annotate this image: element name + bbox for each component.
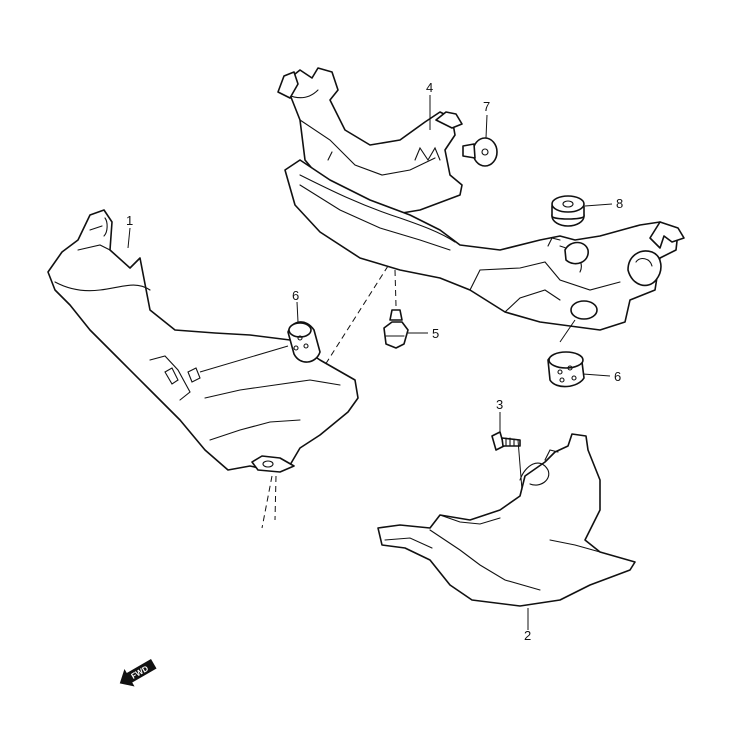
part-6-damper-left [287, 321, 321, 363]
callout-8: 8 [616, 196, 623, 211]
callout-labels: 1 2 3 4 5 6 6 7 8 [126, 80, 623, 643]
part-1-left-cowl [47, 209, 359, 473]
leader-lines [127, 95, 613, 630]
callout-3: 3 [496, 397, 503, 412]
callout-1: 1 [126, 213, 133, 228]
part-7-rivet [462, 137, 498, 167]
callout-5: 5 [432, 326, 439, 341]
part-3-screw [491, 431, 521, 451]
part-8-grommet [551, 195, 585, 227]
assembly-dashed-lines [261, 265, 529, 630]
callout-6-right: 6 [614, 369, 621, 384]
part-6-damper-right [547, 351, 585, 388]
part-4-bracket [277, 67, 685, 331]
part-5-clip [383, 309, 409, 349]
callout-2: 2 [524, 628, 531, 643]
callout-6-left: 6 [292, 288, 299, 303]
callout-4: 4 [426, 80, 433, 95]
callout-7: 7 [483, 99, 490, 114]
part-2-lower-cover [377, 433, 636, 607]
forward-direction-arrow: FWD [119, 658, 157, 687]
